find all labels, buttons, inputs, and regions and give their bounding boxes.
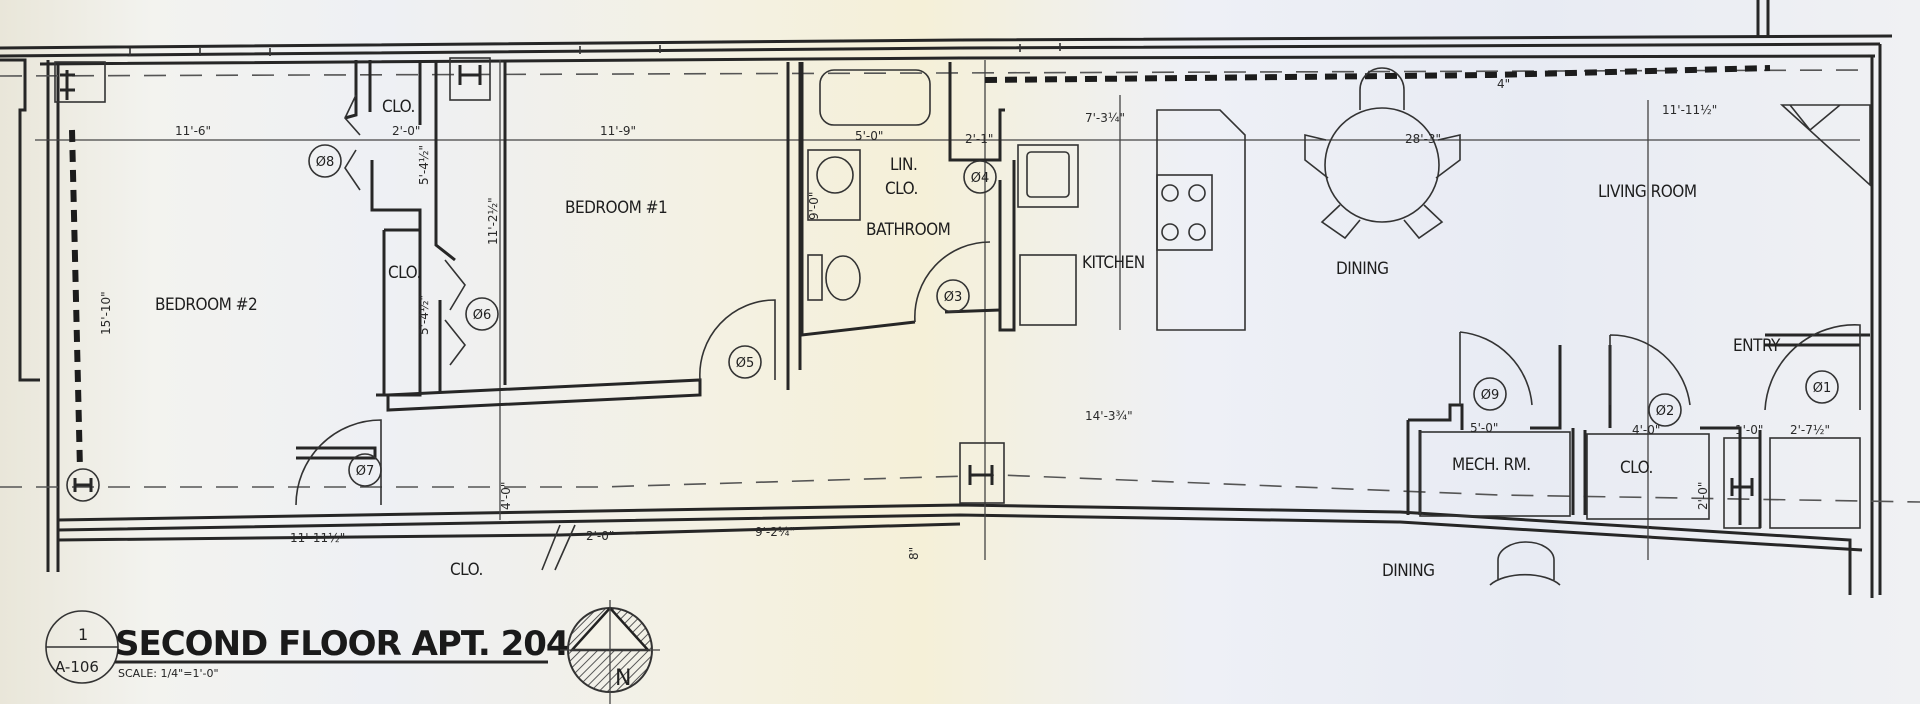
svg-text:7'-3¼": 7'-3¼" (1085, 111, 1125, 125)
drawing-title: SECOND FLOOR APT. 204 (115, 624, 569, 664)
svg-text:14'-3¾": 14'-3¾" (1085, 409, 1133, 423)
drawing-title-block: 1 A-106 SECOND FLOOR APT. 204 SCALE: 1/4… (45, 610, 570, 684)
svg-text:5'-4½": 5'-4½" (417, 145, 431, 185)
room-label-bathroom: BATHROOM (866, 220, 950, 240)
door-tag-01: Ø1 (1805, 370, 1839, 404)
closet-bifold-doors (344, 94, 576, 571)
door-tag-04: Ø4 (963, 160, 997, 194)
dimension-labels: 11'-6" 11'-9" 2'-0" 5'-4½" 5'-4½" 11'-2½… (99, 77, 1830, 560)
sheet-number: A-106 (55, 658, 99, 676)
svg-text:9'-2¼": 9'-2¼" (755, 525, 795, 539)
svg-text:Ø2: Ø2 (1656, 404, 1675, 419)
svg-text:28'-3": 28'-3" (1405, 132, 1441, 146)
svg-text:Ø1: Ø1 (1813, 381, 1832, 396)
column-top (449, 57, 491, 101)
grid-lines (0, 60, 1920, 560)
door-tag-06: Ø6 (465, 297, 499, 331)
kitchen-sink (1017, 144, 1079, 208)
dining-table (1304, 67, 1561, 586)
door-tag-02: Ø2 (1648, 393, 1682, 427)
svg-text:15'-10": 15'-10" (99, 291, 113, 335)
room-label-dining-below: DINING (1382, 561, 1435, 581)
svg-text:11'-9": 11'-9" (600, 124, 636, 138)
svg-text:2'-0": 2'-0" (586, 529, 614, 543)
top-left-column (54, 61, 106, 103)
svg-text:Ø6: Ø6 (473, 308, 492, 323)
room-label-closet-lower: CLO. (388, 263, 421, 283)
room-label-dining: DINING (1336, 259, 1389, 279)
svg-text:5'-4½": 5'-4½" (417, 295, 431, 335)
door-tags: Ø1 Ø2 Ø3 Ø4 Ø5 Ø6 Ø7 Ø8 Ø9 (308, 144, 1839, 487)
drawing-scale: SCALE: 1/4"=1'-0" (118, 667, 219, 680)
north-label: N (615, 666, 631, 691)
svg-text:8": 8" (907, 547, 921, 560)
svg-text:Ø7: Ø7 (356, 464, 375, 479)
column-hall (959, 442, 1005, 504)
bathtub (819, 69, 931, 126)
svg-text:11'-6": 11'-6" (175, 124, 211, 138)
beam-line-top (984, 65, 1771, 83)
svg-text:Ø3: Ø3 (944, 290, 963, 305)
north-arrow-icon: N (560, 600, 660, 704)
svg-text:Ø4: Ø4 (971, 171, 990, 186)
svg-text:11'-11½": 11'-11½" (1662, 103, 1717, 117)
svg-text:4'-0": 4'-0" (1632, 423, 1660, 437)
svg-text:2'-0": 2'-0" (1696, 482, 1710, 510)
room-label-linen-2: CLO. (885, 179, 918, 199)
room-label-bedroom1: BEDROOM #1 (565, 198, 667, 218)
svg-text:11'-2½": 11'-2½" (486, 197, 500, 245)
room-labels: BEDROOM #2 BEDROOM #1 CLO. CLO. LIN. CLO… (155, 97, 1781, 581)
room-label-mech-room: MECH. RM. (1452, 455, 1531, 475)
room-label-closet-upper: CLO. (382, 97, 415, 117)
svg-text:11'-11½": 11'-11½" (290, 531, 345, 545)
stove (1156, 174, 1213, 251)
room-label-living-room: LIVING ROOM (1598, 182, 1697, 202)
detail-number: 1 (78, 625, 88, 644)
svg-text:9'-0": 9'-0" (807, 192, 821, 220)
column-left (66, 468, 100, 502)
svg-text:5'-0": 5'-0" (1470, 421, 1498, 435)
svg-text:5'-0": 5'-0" (855, 129, 883, 143)
column-entry (1723, 437, 1761, 529)
sink (816, 156, 854, 194)
svg-text:2'-1": 2'-1" (965, 132, 993, 146)
svg-text:Ø8: Ø8 (316, 155, 335, 170)
room-label-closet-below: CLO. (450, 560, 483, 580)
room-label-linen-1: LIN. (890, 155, 917, 175)
room-label-closet-entry: CLO. (1620, 458, 1653, 478)
room-label-entry: ENTRY (1733, 336, 1781, 356)
beam-line-left (69, 129, 83, 471)
kitchen-fixtures (1017, 109, 1246, 331)
svg-text:Ø5: Ø5 (736, 356, 755, 371)
svg-text:2'-0": 2'-0" (392, 124, 420, 138)
toilet (825, 255, 861, 301)
room-label-bedroom2: BEDROOM #2 (155, 295, 257, 315)
door-tag-03: Ø3 (936, 279, 970, 313)
door-tag-05: Ø5 (728, 345, 762, 379)
exterior-walls (0, 0, 1893, 598)
door-tag-08: Ø8 (308, 144, 342, 178)
svg-text:4": 4" (1497, 77, 1510, 91)
door-swings (295, 241, 1861, 506)
svg-text:1'-0": 1'-0" (1735, 423, 1763, 437)
door-tag-07: Ø7 (348, 453, 382, 487)
door-tag-09: Ø9 (1473, 377, 1507, 411)
room-label-kitchen: KITCHEN (1082, 253, 1145, 273)
bathroom-fixtures (807, 69, 931, 301)
svg-text:Ø9: Ø9 (1481, 388, 1500, 403)
svg-text:4'-0": 4'-0" (499, 482, 513, 510)
fireplace (1779, 104, 1871, 187)
svg-text:2'-7½": 2'-7½" (1790, 423, 1830, 437)
